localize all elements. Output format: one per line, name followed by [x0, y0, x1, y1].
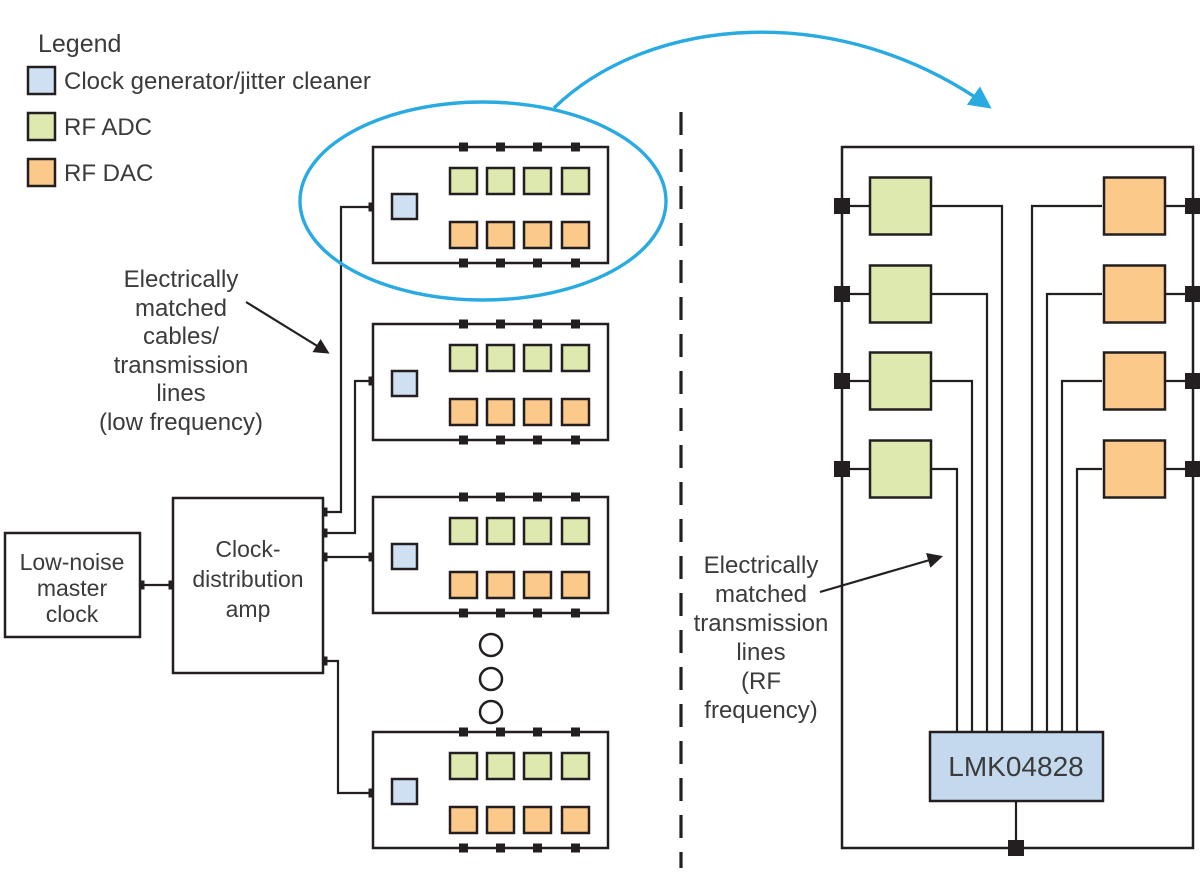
adc1-transmission-line: [930, 204, 1004, 732]
annotation-rf-line1: Electrically: [704, 552, 819, 579]
ellipsis-dot: [478, 666, 504, 692]
annotation-arrow-low-freq: [245, 301, 330, 354]
amp-to-board-2-wire: [323, 379, 373, 535]
highlight-ellipse: [298, 100, 668, 302]
annotation-low-freq-line6: (low frequency): [99, 409, 263, 436]
adc3-transmission-line: [930, 379, 974, 732]
dac1-transmission-line: [1030, 204, 1102, 732]
clock-distribution-amp-box: Clock- distribution amp: [171, 496, 325, 675]
board-detail: LMK04828: [832, 145, 1200, 856]
amp-to-board-1-wire: [323, 205, 373, 514]
legend-label-rf-dac: RF DAC: [64, 160, 153, 187]
reference-input-connector: [1008, 840, 1024, 856]
legend-label-clock-generator: Clock generator/jitter cleaner: [64, 68, 371, 95]
legend-swatch-rf-dac: [26, 157, 57, 188]
annotation-rf-line3: transmission: [694, 610, 829, 637]
annotation-arrow-rf-freq: [819, 553, 943, 594]
annotation-low-frequency: Electrically matched cables/ transmissio…: [99, 266, 330, 436]
zoom-arrow: [552, 30, 992, 110]
annotation-rf-line2: matched: [715, 581, 807, 608]
legend-label-rf-adc: RF ADC: [64, 114, 152, 141]
annotation-rf-frequency: Electrically matched transmission lines …: [694, 552, 943, 724]
amp-to-board-4-wire: [323, 659, 373, 795]
master-clock-label-line3: clock: [46, 601, 99, 627]
annotation-rf-line4: lines: [736, 639, 785, 666]
ellipsis-dot: [478, 699, 504, 725]
master-clock-label-line1: Low-noise: [20, 549, 125, 575]
dist-amp-label-line2: distribution: [192, 566, 303, 592]
dac4-transmission-line: [1075, 467, 1102, 732]
board-3: [371, 491, 610, 619]
legend-swatch-rf-adc: [26, 111, 57, 142]
board-1: [371, 141, 610, 269]
dist-amp-label-line3: amp: [226, 596, 271, 622]
annotation-low-freq-line5: lines: [156, 380, 205, 407]
annotation-low-freq-line4: transmission: [114, 352, 249, 379]
dac3-transmission-line: [1060, 379, 1102, 732]
ellipsis-dot: [478, 632, 504, 658]
master-clock-box: Low-noise master clock: [3, 531, 142, 639]
dist-amp-outline: [171, 496, 325, 675]
legend-title: Legend: [38, 30, 121, 58]
annotation-rf-line5: (RF: [741, 668, 781, 695]
dist-amp-label-line1: Clock-: [215, 536, 280, 562]
legend-swatch-clock-generator: [26, 65, 57, 96]
lmk04828-chip: [928, 730, 1105, 803]
board-2: [371, 318, 610, 446]
master-clock-label-line2: master: [37, 575, 108, 601]
continuation-dots: [478, 632, 504, 725]
annotation-rf-line6: frequency): [704, 697, 817, 724]
board-4: [371, 726, 610, 854]
adc4-transmission-line: [930, 467, 959, 732]
adc2-transmission-line: [930, 292, 989, 732]
legend: Legend Clock generator/jitter cleaner RF…: [26, 30, 371, 188]
annotation-low-freq-line2: matched: [135, 295, 227, 322]
annotation-low-freq-line1: Electrically: [124, 266, 239, 293]
master-clock-outline: [3, 531, 142, 639]
dac2-transmission-line: [1045, 292, 1102, 732]
lmk04828-label: LMK04828: [948, 751, 1083, 782]
annotation-low-freq-line3: cables/: [143, 323, 219, 350]
